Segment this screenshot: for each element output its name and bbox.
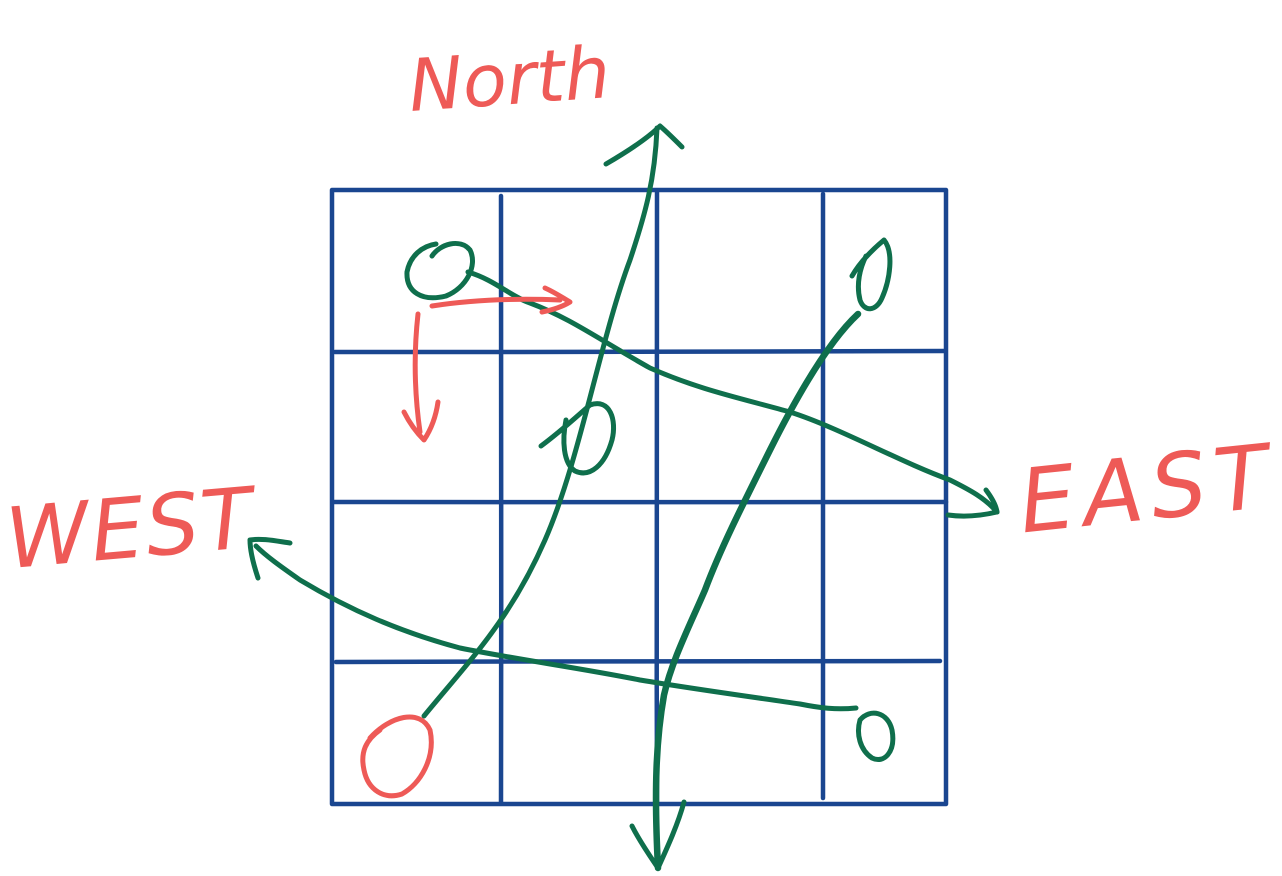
down-arrow-icon <box>412 311 423 435</box>
grid-vertical-line-3 <box>820 191 826 801</box>
west-label: WEST <box>2 468 262 588</box>
south-arrowhead-icon <box>629 799 687 871</box>
east-path <box>465 269 1000 515</box>
bottom-right-loop-icon <box>856 710 896 762</box>
middle-loop-icon <box>538 401 617 476</box>
grid <box>329 187 949 807</box>
down-arrowhead-icon <box>401 399 441 443</box>
east-arrowhead-icon <box>945 487 1000 519</box>
right-arrowhead-icon <box>539 285 573 315</box>
end-circle-icon <box>360 714 434 799</box>
grid-vertical-line-1 <box>498 193 504 805</box>
south-path <box>652 310 862 872</box>
east-label: EAST <box>1014 424 1281 553</box>
top-right-loop-icon <box>849 237 893 312</box>
red-annotations <box>360 285 573 799</box>
north-arrowhead-icon <box>603 123 685 167</box>
west-path <box>253 543 859 712</box>
right-arrow-icon <box>429 296 563 309</box>
green-paths <box>247 123 1000 872</box>
north-path <box>421 125 660 719</box>
grid-outer-border <box>329 187 949 807</box>
grid-horizontal-line-1 <box>332 348 948 355</box>
grid-horizontal-line-3 <box>333 658 943 665</box>
north-label: North <box>406 30 613 128</box>
start-circle-icon <box>404 240 475 301</box>
west-arrowhead-icon <box>247 536 293 581</box>
grid-vertical-line-2 <box>654 189 660 805</box>
